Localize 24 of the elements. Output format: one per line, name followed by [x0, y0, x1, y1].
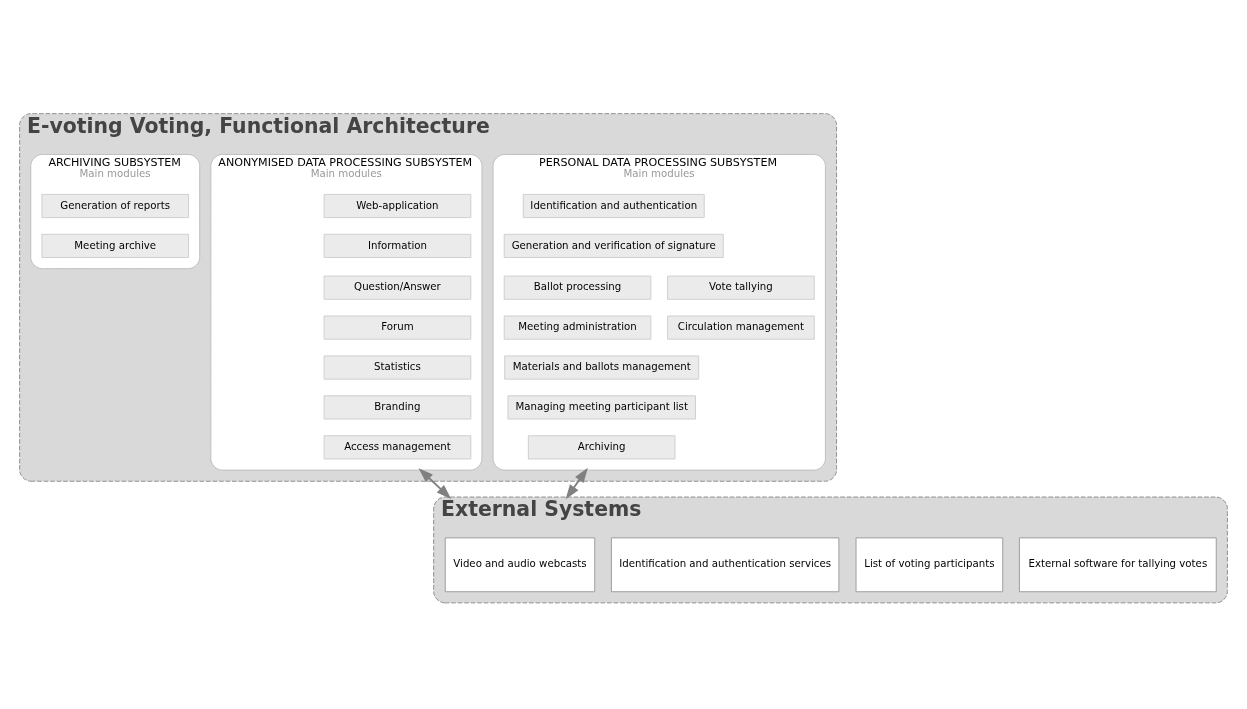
node-box: Identification and authentication [522, 193, 705, 219]
node-box: Forum [323, 315, 472, 340]
node-box: Video and audio webcasts [444, 537, 596, 593]
node-box: Circulation management [667, 315, 815, 340]
node-box: Meeting administration [503, 315, 652, 340]
node-box: External software for tallying votes [1018, 537, 1217, 593]
node-box: Meeting archive [41, 233, 190, 258]
node-box: Information [323, 233, 472, 258]
node-box: Access management [323, 435, 472, 460]
node-box: Vote tallying [667, 275, 815, 300]
node-box: Statistics [323, 355, 472, 380]
arrow [565, 467, 588, 500]
node-box: Generation of reports [41, 193, 190, 219]
node-box: Managing meeting participant list [507, 395, 696, 420]
node-box: Archiving [527, 435, 676, 460]
node-box: Materials and ballots management [504, 355, 700, 380]
node-box: Ballot processing [503, 275, 652, 300]
node-box: Branding [323, 395, 472, 420]
node-box: Identification and authentication services [610, 537, 840, 593]
node-box: Question/Answer [323, 275, 472, 300]
node-box: Web-application [323, 193, 472, 219]
arrow [418, 468, 452, 499]
node-box: List of voting participants [855, 537, 1004, 593]
node-box: Generation and verification of signature [503, 233, 724, 258]
